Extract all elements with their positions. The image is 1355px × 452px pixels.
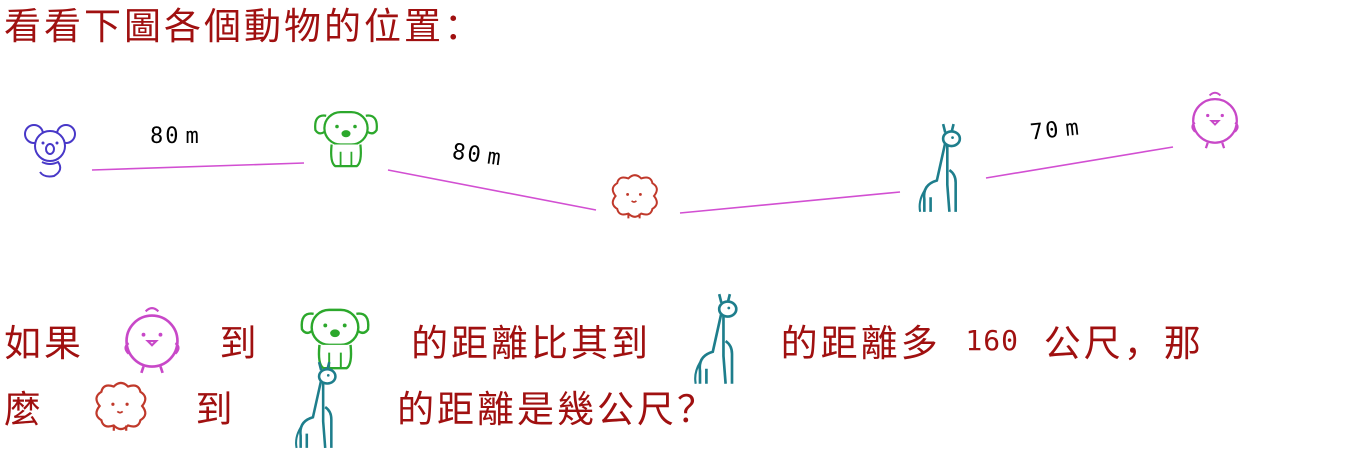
koala-icon: [24, 124, 76, 178]
question-text: 公尺，那: [1043, 322, 1204, 365]
question-text: 的距離是幾公尺？: [397, 388, 718, 431]
page-title: 看看下圖各個動物的位置：: [4, 5, 484, 48]
sheep-icon: [94, 381, 147, 433]
chick-icon: [1191, 91, 1239, 150]
distance-value: 80: [150, 124, 181, 149]
distance-difference-value: 160: [965, 323, 1019, 357]
path-sheep-giraffe: [679, 191, 901, 214]
dog-icon: [314, 110, 378, 168]
distance-value: 70: [1028, 117, 1062, 146]
giraffe-icon: [294, 360, 338, 450]
question-text: 到: [195, 388, 236, 431]
question-text: 到: [219, 322, 260, 365]
path-giraffe-chick: [985, 146, 1174, 179]
question-line-2: 麼 到 的距離是幾公尺？: [4, 360, 718, 450]
question-text: 如果: [4, 322, 84, 365]
question-text: 的距離比其到: [411, 322, 652, 365]
distance-value: 80: [450, 139, 485, 169]
giraffe-icon: [918, 122, 962, 214]
question-text: 的距離多: [780, 322, 941, 365]
path-koala-dog: [91, 162, 305, 171]
question-text: 麼: [4, 388, 44, 431]
sheep-icon: [611, 174, 659, 220]
path-dog-sheep: [387, 169, 597, 211]
path-lines: [91, 146, 1174, 214]
animal-path-diagram: [24, 91, 1239, 220]
distance-unit: m: [1064, 115, 1082, 142]
question-line-1: 如果 到 的距離比其到 的距離多 160 公尺，那: [4, 292, 1204, 386]
distance-unit: m: [185, 124, 201, 149]
